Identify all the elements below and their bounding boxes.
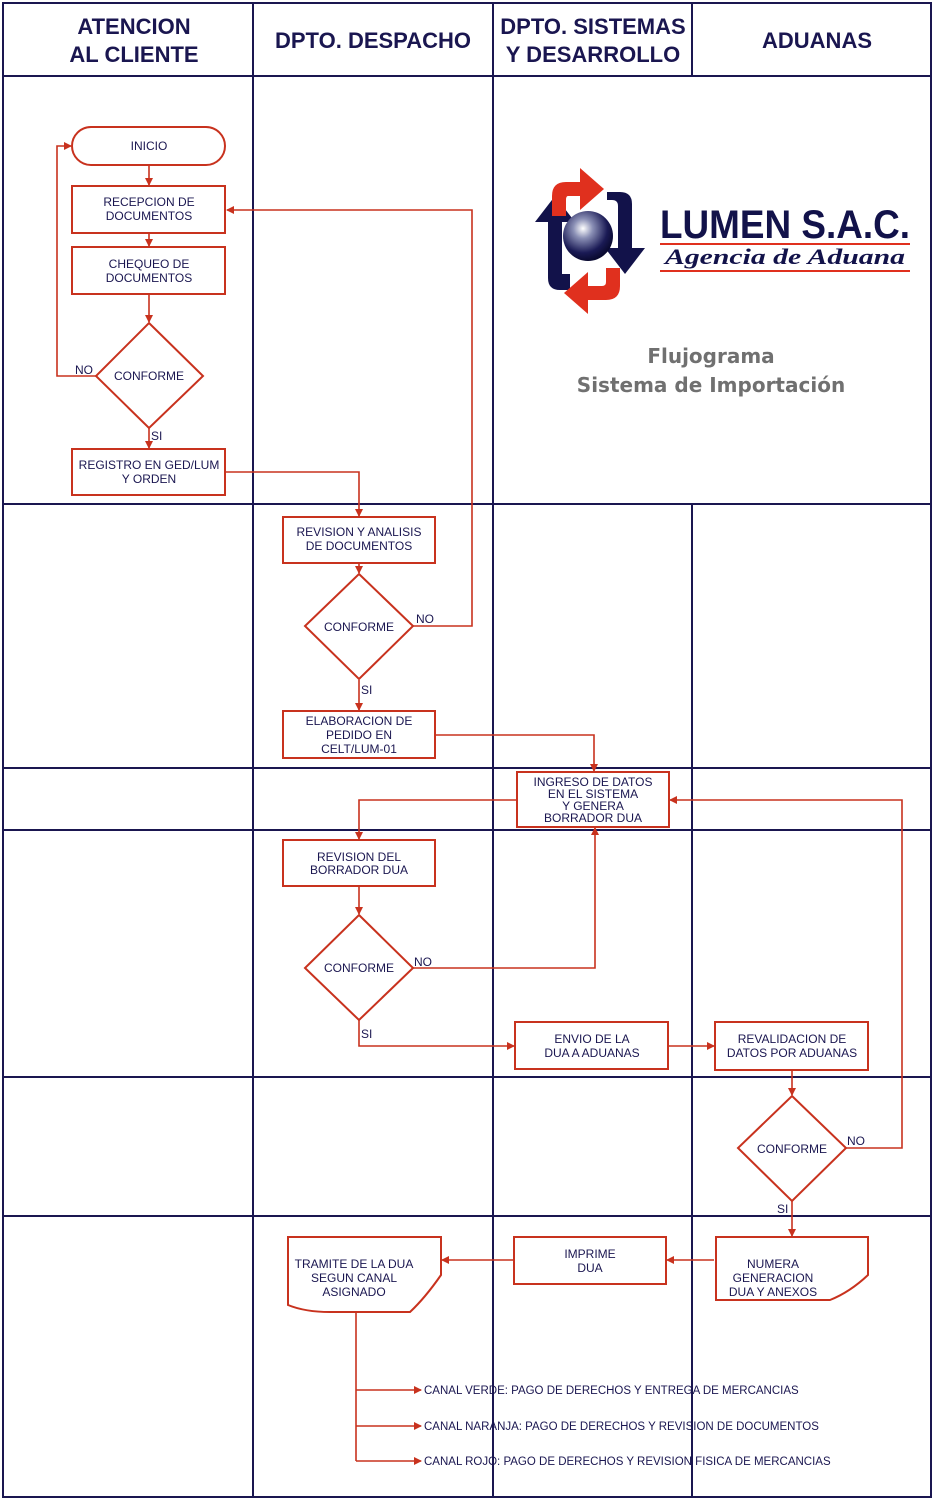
node-decision-conforme-3: CONFORME <box>303 913 415 1022</box>
node-revision-analisis: REVISION Y ANALISIS DE DOCUMENTOS <box>282 516 436 564</box>
node-revalidacion-aduanas: REVALIDACION DE DATOS POR ADUANAS <box>714 1021 869 1071</box>
node-decision-conforme-2: CONFORME <box>303 572 415 681</box>
edge-label-si-4: SI <box>777 1202 788 1216</box>
edge-label-si-2: SI <box>361 683 372 697</box>
node-ingreso-datos: INGRESO DE DATOS EN EL SISTEMA Y GENERA … <box>516 771 670 828</box>
canales-list: CANAL VERDE: PAGO DE DERECHOS Y ENTREGA … <box>424 1385 831 1468</box>
logo-tagline: Agencia de Aduana <box>662 244 905 269</box>
title-line2: Sistema de Importación <box>577 373 845 397</box>
title-line1: Flujograma <box>647 344 774 368</box>
node-numera-line3: DUA Y ANEXOS <box>729 1285 817 1299</box>
node-elaboracion-pedido: ELABORACION DE PEDIDO EN CELT/LUM-01 <box>282 710 436 759</box>
edge-labels: NO SI NO SI NO SI NO SI <box>75 363 865 1216</box>
lane-header-cliente-line2: AL CLIENTE <box>69 42 198 67</box>
node-revision-borrador: REVISION DEL BORRADOR DUA <box>282 839 436 887</box>
node-ingreso-line3: Y GENERA <box>562 799 624 813</box>
node-imprime-dua: IMPRIME DUA <box>513 1236 667 1285</box>
node-ingreso-line1: INGRESO DE DATOS <box>534 775 653 789</box>
node-revision-line2: DE DOCUMENTOS <box>306 539 412 553</box>
node-revision-line1: REVISION Y ANALISIS <box>297 525 422 539</box>
node-numera-dua: NUMERA GENERACION DUA Y ANEXOS <box>715 1236 869 1301</box>
diagram-title: Flujograma Sistema de Importación <box>577 344 845 397</box>
node-numera-line2: GENERACION <box>733 1271 814 1285</box>
canal-verde: CANAL VERDE: PAGO DE DERECHOS Y ENTREGA … <box>424 1385 799 1397</box>
node-chequeo-line1: CHEQUEO DE <box>109 257 190 271</box>
node-recepcion-documentos: RECEPCION DE DOCUMENTOS <box>71 185 226 234</box>
node-tramite-dua: TRAMITE DE LA DUA SEGUN CANAL ASIGNADO <box>287 1236 442 1313</box>
node-conforme-1-label: CONFORME <box>114 369 184 383</box>
node-revborrador-line2: BORRADOR DUA <box>310 863 408 877</box>
edge-label-si-1: SI <box>151 429 162 443</box>
canal-naranja: CANAL NARANJA: PAGO DE DERECHOS Y REVISI… <box>424 1421 819 1433</box>
edge-label-no-4: NO <box>847 1134 865 1148</box>
node-imprime-line2: DUA <box>577 1261 602 1275</box>
node-recepcion-line2: DOCUMENTOS <box>106 209 192 223</box>
node-tramite-line3: ASIGNADO <box>322 1285 385 1299</box>
node-envio-line2: DUA A ADUANAS <box>544 1046 639 1060</box>
node-elaboracion-line1: ELABORACION DE <box>306 714 413 728</box>
lane-header-aduanas: ADUANAS <box>762 28 872 53</box>
logo-brand-name: LUMEN S.A.C. <box>660 203 910 247</box>
node-tramite-line2: SEGUN CANAL <box>311 1271 397 1285</box>
node-revalidacion-line1: REVALIDACION DE <box>738 1032 846 1046</box>
lumen-logo: LUMEN S.A.C. Agencia de Aduana <box>535 168 910 314</box>
node-revalidacion-line2: DATOS POR ADUANAS <box>727 1046 857 1060</box>
node-recepcion-line1: RECEPCION DE <box>103 195 194 209</box>
node-envio-dua: ENVIO DE LA DUA A ADUANAS <box>514 1021 669 1070</box>
flow-connectors <box>56 142 903 1465</box>
node-numera-line1: NUMERA <box>747 1257 799 1271</box>
node-registro-line2: Y ORDEN <box>122 472 176 486</box>
lane-header-cliente-line1: ATENCION <box>77 14 190 39</box>
node-chequeo-line2: DOCUMENTOS <box>106 271 192 285</box>
node-inicio-label: INICIO <box>131 139 168 153</box>
node-imprime-line1: IMPRIME <box>564 1247 615 1261</box>
node-elaboracion-line2: PEDIDO EN <box>326 728 392 742</box>
node-elaboracion-line3: CELT/LUM-01 <box>321 742 397 756</box>
node-chequeo-documentos: CHEQUEO DE DOCUMENTOS <box>71 246 226 295</box>
node-tramite-line1: TRAMITE DE LA DUA <box>295 1257 414 1271</box>
lane-header-despacho: DPTO. DESPACHO <box>275 28 471 53</box>
node-ingreso-line4: BORRADOR DUA <box>544 811 642 825</box>
node-conforme-2-label: CONFORME <box>324 620 394 634</box>
node-registro-ged: REGISTRO EN GED/LUM Y ORDEN <box>71 448 226 496</box>
edge-label-no-3: NO <box>414 955 432 969</box>
node-decision-conforme-1: CONFORME <box>94 321 205 430</box>
logo-arrows-icon <box>535 168 645 314</box>
edge-label-no-2: NO <box>416 612 434 626</box>
node-ingreso-line2: EN EL SISTEMA <box>548 787 638 801</box>
edge-label-no-1: NO <box>75 363 93 377</box>
lane-headers: ATENCION AL CLIENTE DPTO. DESPACHO DPTO.… <box>69 14 872 67</box>
edge-label-si-3: SI <box>361 1027 372 1041</box>
canal-rojo: CANAL ROJO: PAGO DE DERECHOS Y REVISION … <box>424 1456 831 1468</box>
node-conforme-4-label: CONFORME <box>757 1142 827 1156</box>
node-conforme-3-label: CONFORME <box>324 961 394 975</box>
lane-header-sistemas-line2: Y DESARROLLO <box>506 42 680 67</box>
node-envio-line1: ENVIO DE LA <box>554 1032 629 1046</box>
node-inicio: INICIO <box>71 126 226 166</box>
node-revborrador-line1: REVISION DEL <box>317 850 401 864</box>
node-decision-conforme-4: CONFORME <box>736 1094 848 1203</box>
lane-header-sistemas-line1: DPTO. SISTEMAS <box>500 14 685 39</box>
node-registro-line1: REGISTRO EN GED/LUM <box>79 458 220 472</box>
